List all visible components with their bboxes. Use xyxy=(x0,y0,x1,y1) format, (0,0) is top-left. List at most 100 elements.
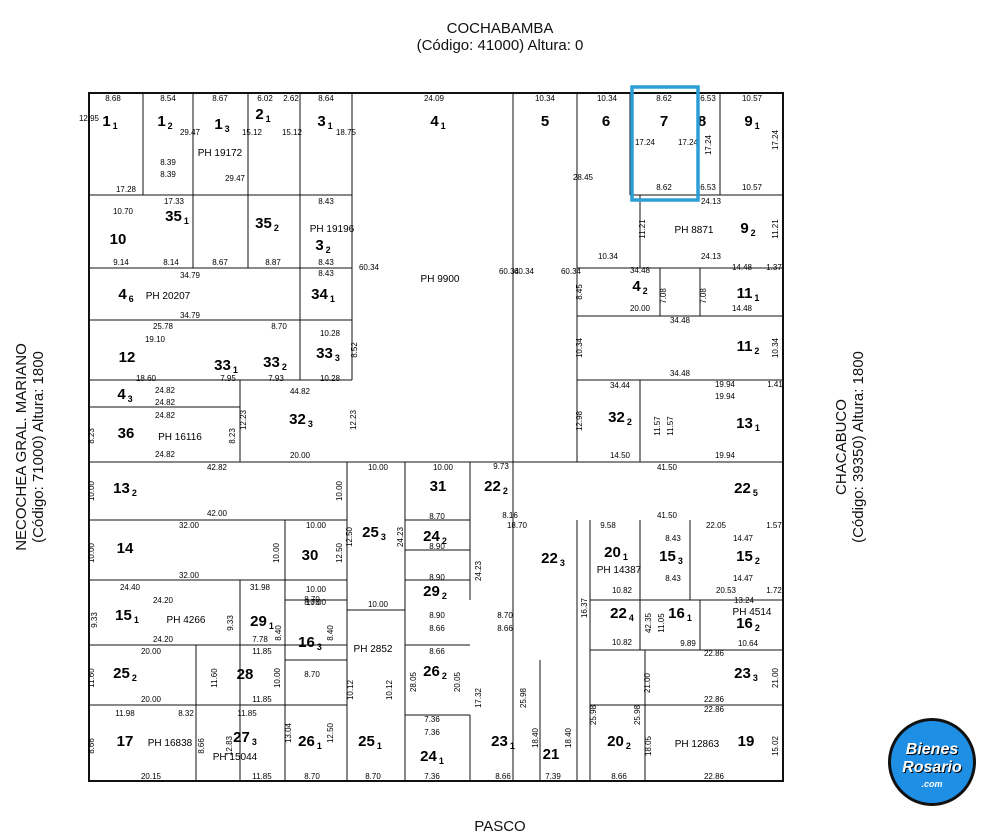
ph-label: PH 12863 xyxy=(675,739,720,750)
dimension-label: 12.50 xyxy=(326,722,335,743)
lot-8[interactable]: 8 xyxy=(698,113,706,130)
lot-21[interactable]: 21 xyxy=(543,746,560,763)
dimension-label: 10.00 xyxy=(306,598,327,607)
dimension-label: 24.82 xyxy=(155,450,176,459)
dimension-label: 34.48 xyxy=(630,266,651,275)
dimension-label: 60.34 xyxy=(499,267,520,276)
lot-6[interactable]: 6 xyxy=(602,113,610,130)
dimension-label: 17.28 xyxy=(116,185,137,194)
dimension-label: 8.87 xyxy=(265,258,281,267)
dimension-label: 14.48 xyxy=(732,263,753,272)
dimension-label: 25.98 xyxy=(633,704,642,725)
dimension-label: 7.36 xyxy=(424,715,440,724)
dimension-label: 6.53 xyxy=(700,183,716,192)
dimension-label: 8.70 xyxy=(271,322,287,331)
ph-label: PH 4266 xyxy=(167,615,206,626)
dimension-label: 25.98 xyxy=(519,687,528,708)
dimension-label: 8.39 xyxy=(160,158,176,167)
dimension-label: 20.15 xyxy=(141,772,162,781)
lot-5[interactable]: 5 xyxy=(541,113,549,130)
lot-14[interactable]: 14 xyxy=(117,540,134,557)
highlight-lot-8[interactable] xyxy=(630,85,700,202)
lot-19[interactable]: 19 xyxy=(738,733,755,750)
lot-12[interactable]: 12 xyxy=(119,349,136,366)
lot-28[interactable]: 28 xyxy=(237,666,254,683)
dimension-label: 17.24 xyxy=(704,134,713,155)
dimension-label: 20.00 xyxy=(290,451,311,460)
dimension-label: 1.72 xyxy=(766,586,782,595)
lot-17[interactable]: 17 xyxy=(117,733,134,750)
lot-30[interactable]: 30 xyxy=(302,547,319,564)
dimension-label: 8.23 xyxy=(228,428,237,444)
dimension-label: 18.40 xyxy=(531,727,540,748)
dimension-label: 24.82 xyxy=(155,386,176,395)
dimension-label: 10.34 xyxy=(598,252,619,261)
lot-31[interactable]: 31 xyxy=(430,478,447,495)
dimension-label: 34.79 xyxy=(180,271,201,280)
dimension-label: 10.00 xyxy=(272,542,281,563)
dimension-label: 13.24 xyxy=(734,596,755,605)
dimension-label: 13.04 xyxy=(284,722,293,743)
lot-10[interactable]: 10 xyxy=(110,231,127,248)
dimension-label: 8.90 xyxy=(429,542,445,551)
lot-7[interactable]: 7 xyxy=(660,113,668,130)
dimension-label: 8.66 xyxy=(611,772,627,781)
lot-36[interactable]: 36 xyxy=(118,425,135,442)
dimension-label: 7.08 xyxy=(699,288,708,304)
dimension-label: 8.70 xyxy=(429,512,445,521)
dimension-label: 8.40 xyxy=(274,625,283,641)
dimension-label: 12.50 xyxy=(335,542,344,563)
ph-label: PH 14387 xyxy=(597,565,642,576)
street-top: COCHABAMBA (Código: 41000) Altura: 0 xyxy=(0,20,1000,54)
street-top-name: COCHABAMBA xyxy=(446,20,554,37)
dimension-label: 7.36 xyxy=(424,728,440,737)
